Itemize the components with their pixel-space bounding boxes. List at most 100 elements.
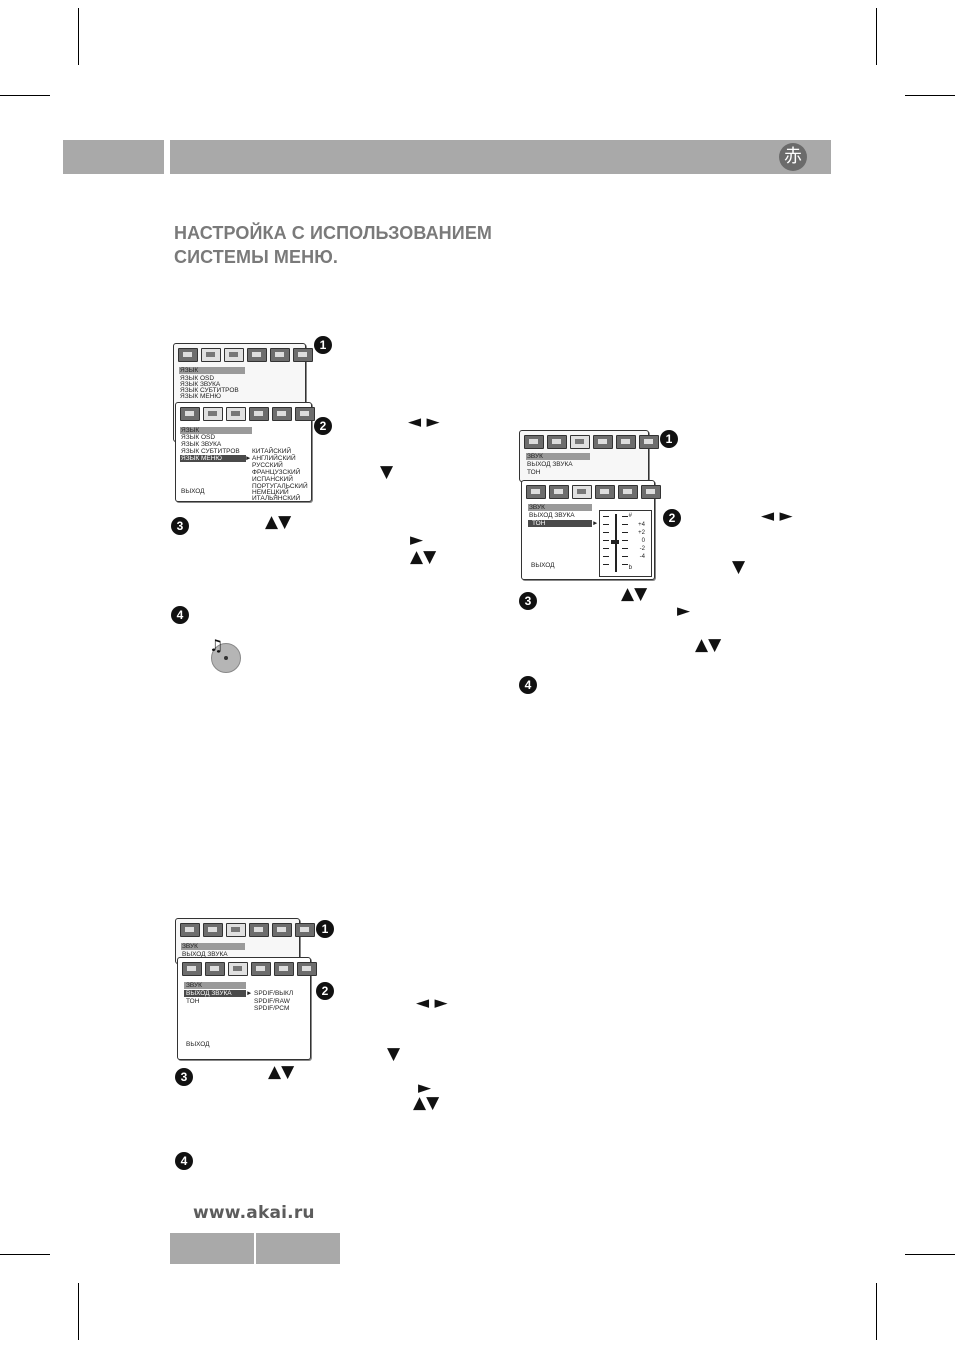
osd-option: АНГЛИЙСКИЙ (252, 455, 296, 462)
step-marker-3: 3 (175, 1068, 193, 1086)
audio-icon (226, 923, 246, 937)
osd-icon-row (182, 962, 317, 976)
osd-selected-row: ЯЗЫК МЕНЮ (180, 455, 246, 462)
osd-option: ИСПАНСКИЙ (252, 476, 293, 483)
language-icon (203, 407, 223, 421)
language-icon (201, 348, 221, 362)
display-icon (526, 485, 546, 499)
osd-icon-row (178, 348, 313, 362)
step-marker-3: 3 (171, 517, 189, 535)
osd-header: ЗВУК (529, 504, 545, 511)
osd-screen-audio-out-front: ЗВУК ВЫХОД ЗВУКА ► ТОН SPDIF/ВЫКЛ SPDIF/… (177, 957, 317, 1060)
osd-exit: ВЫХОД (531, 562, 555, 569)
step-marker-2: 2 (316, 982, 334, 1000)
tone-label: -2 (639, 546, 645, 552)
left-right-arrows-icon: ◄ ► (408, 412, 440, 432)
crop-mark (876, 8, 877, 65)
step-marker-4: 4 (171, 606, 189, 624)
osd-item: ЯЗЫК СУБТИТРОВ (181, 448, 240, 455)
osd-item: ТОН (527, 469, 541, 476)
video-icon (247, 348, 267, 362)
display-icon (180, 923, 200, 937)
audio-icon (224, 348, 244, 362)
tone-label: +4 (638, 522, 645, 528)
step-marker-4: 4 (175, 1152, 193, 1170)
osd-item: ТОН (186, 998, 200, 1005)
up-down-arrows-icon: ▲▼ (695, 635, 722, 655)
language-icon (549, 485, 569, 499)
osd-screen-language-front: ЯЗЫК ЯЗЫК OSD ЯЗЫК ЗВУКА ЯЗЫК СУБТИТРОВ … (175, 402, 315, 502)
preference-icon (639, 435, 659, 449)
crop-mark (0, 1254, 50, 1255)
osd-item: ВЫХОД ЗВУКА (182, 951, 228, 958)
step-marker-1: 1 (660, 430, 678, 448)
osd-item: ВЫХОД ЗВУКА (529, 512, 575, 519)
speaker-icon (274, 962, 294, 976)
osd-option: ИТАЛЬЯНСКИЙ (252, 495, 301, 502)
speaker-icon (272, 923, 292, 937)
osd-option: SPDIF/RAW (254, 998, 290, 1005)
osd-header: ЯЗЫК (181, 427, 200, 434)
osd-option: НЕМЕЦКИЙ (252, 489, 289, 496)
language-icon (547, 435, 567, 449)
tone-label: b (628, 565, 632, 571)
step-marker-1: 1 (316, 920, 334, 938)
up-down-arrows-icon: ▲▼ (268, 1062, 295, 1082)
preference-icon (641, 485, 661, 499)
audio-icon (570, 435, 590, 449)
video-icon (251, 962, 271, 976)
osd-submenu-arrow: ► (246, 990, 253, 997)
osd-item: ВЫХОД ЗВУКА (186, 990, 232, 997)
right-arrow-icon: ► (418, 1078, 432, 1098)
osd-screen-tone-front: ЗВУК ВЫХОД ЗВУКА ТОН ► ВЫХОД # +4 +2 0 -… (521, 480, 661, 580)
up-down-arrows-icon: ▲▼ (413, 1093, 440, 1113)
preference-icon (295, 407, 315, 421)
footer-page-block (256, 1233, 340, 1264)
osd-screen-tone-back: ЗВУК ВЫХОД ЗВУКА ТОН (519, 430, 659, 482)
osd-screen-audio-out-back: ЗВУК ВЫХОД ЗВУКА (175, 918, 315, 964)
down-arrow-icon: ▼ (380, 462, 394, 482)
brand-logo-icon: 赤 (779, 143, 807, 171)
up-down-arrows-icon: ▲▼ (621, 584, 648, 604)
video-icon (249, 407, 269, 421)
osd-header: ЗВУК (186, 982, 202, 989)
audio-icon (572, 485, 592, 499)
tone-label: # (628, 513, 632, 519)
osd-icon-row (180, 923, 315, 937)
osd-icon-row (526, 485, 661, 499)
osd-highlight (528, 504, 592, 511)
audio-icon (228, 962, 248, 976)
step-marker-2: 2 (663, 509, 681, 527)
tone-scale: # +4 +2 0 -2 -4 b (599, 510, 652, 577)
speaker-icon (272, 407, 292, 421)
osd-selected-row: ВЫХОД ЗВУКА (184, 990, 246, 997)
video-icon (593, 435, 613, 449)
osd-highlight (526, 453, 590, 460)
step-marker-3: 3 (519, 592, 537, 610)
step-marker-2: 2 (314, 417, 332, 435)
audio-icon (226, 407, 246, 421)
display-icon (178, 348, 198, 362)
language-icon (203, 923, 223, 937)
section-title: НАСТРОЙКА С ИСПОЛЬЗОВАНИЕМ СИСТЕМЫ МЕНЮ. (174, 221, 534, 269)
osd-submenu-arrow: ► (245, 455, 252, 462)
up-down-arrows-icon: ▲▼ (265, 512, 292, 532)
osd-highlight (179, 367, 245, 374)
osd-exit: ВЫХОД (181, 488, 205, 495)
osd-icon-row (180, 407, 315, 421)
osd-item: ЯЗЫК МЕНЮ (181, 455, 222, 462)
osd-option: ФРАНЦУЗСКИЙ (252, 469, 301, 476)
music-note-icon: ♫ (209, 636, 224, 655)
crop-mark (905, 95, 955, 96)
right-arrow-icon: ► (677, 601, 691, 621)
section-title-line: СИСТЕМЫ МЕНЮ. (174, 247, 338, 267)
osd-option: КИТАЙСКИЙ (252, 448, 292, 455)
display-icon (182, 962, 202, 976)
tone-label: 0 (641, 538, 645, 544)
osd-header: ЗВУК (182, 943, 198, 950)
osd-option: SPDIF/PCM (254, 1005, 290, 1012)
preference-icon (295, 923, 315, 937)
preference-icon (297, 962, 317, 976)
speaker-icon (616, 435, 636, 449)
display-icon (524, 435, 544, 449)
